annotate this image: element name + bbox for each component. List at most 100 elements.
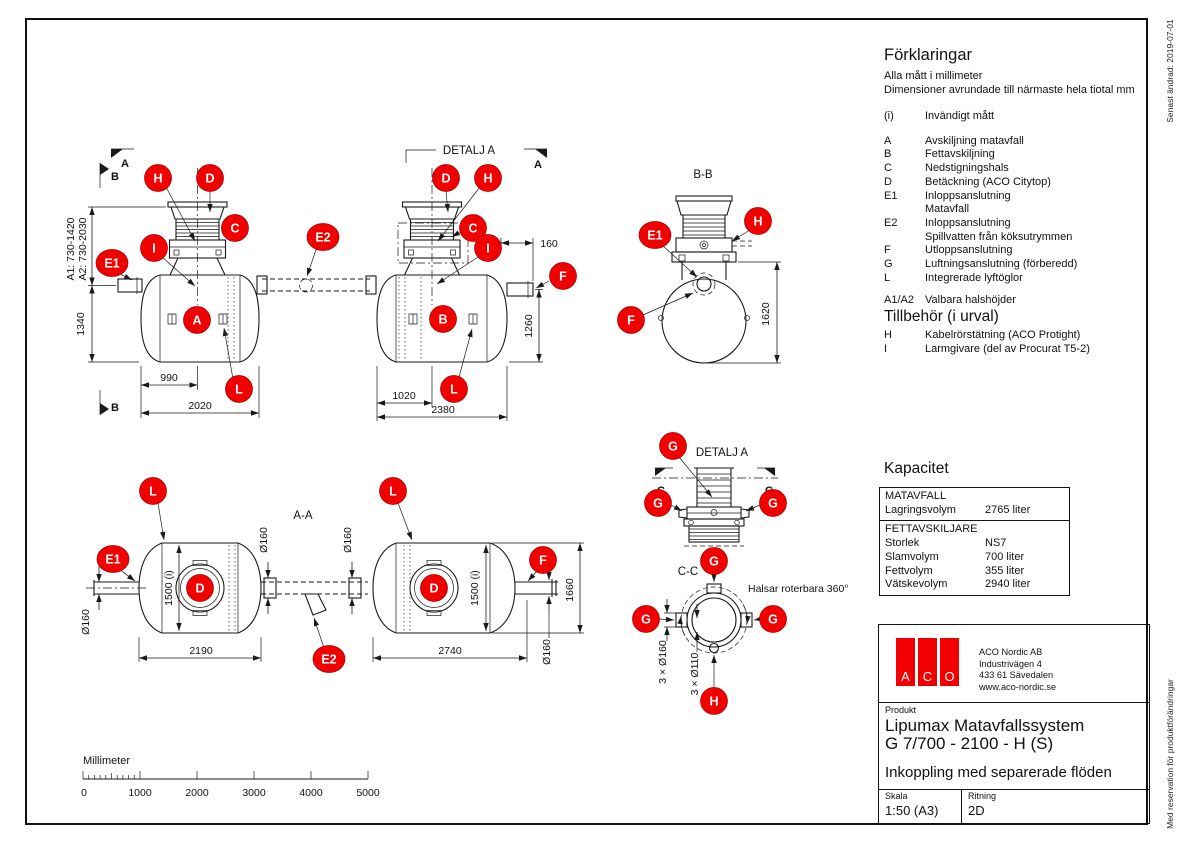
svg-text:E1: E1 (104, 257, 119, 271)
section-mark-b-bottom: B (99, 390, 119, 415)
view-label-detalj-a: DETALJ A (696, 447, 749, 459)
section-mark-b-top: B (99, 163, 119, 188)
svg-text:A: A (121, 158, 129, 170)
view-plan-tank-a: 1500 (i) Ø160 Ø160 Ø160 2190 A-A L E1 (80, 477, 368, 673)
dim-2380: 2380 (431, 404, 455, 416)
svg-text:G: G (653, 497, 663, 511)
balloon-e1: E1 (95, 249, 129, 277)
sheet-frame (25, 18, 1148, 825)
dim-2740: 2740 (438, 645, 462, 657)
legend-item: Matavfall (925, 203, 970, 216)
svg-text:E1: E1 (105, 553, 120, 567)
balloon-d: D (196, 164, 224, 192)
scale-bar-label: Millimeter (83, 755, 130, 767)
title-block-logo-row: A C O ACO Nordic AB Industrivägen 4 433 … (879, 625, 1149, 703)
balloon-d: D (420, 574, 448, 602)
svg-text:E2: E2 (321, 653, 336, 667)
scale-tick: 4000 (299, 787, 323, 799)
scale-value: 1:50 (A3) (885, 803, 939, 818)
capacity-header: FETTAVSKILJARE (885, 523, 978, 536)
dim-3x160: 3 × Ø160 (657, 640, 669, 684)
balloon-b: B (429, 305, 457, 333)
section-mark-a2: A (524, 148, 547, 171)
detail-a-callout: DETALJ A (443, 145, 496, 157)
balloon-f: F (617, 306, 645, 334)
dim-1020: 1020 (392, 390, 416, 402)
product-name-line1: Lipumax Matavfallssystem (885, 716, 1085, 735)
dim-a1: A1: 730-1420 (65, 217, 77, 280)
balloon-c: C (221, 214, 249, 242)
svg-text:A: A (192, 314, 201, 328)
dim-2020: 2020 (188, 400, 212, 412)
scale-cell: Skala 1:50 (A3) (879, 789, 962, 823)
scale-tick: 0 (81, 787, 87, 799)
balloon-f: F (549, 262, 577, 290)
dim-dia160: Ø160 (342, 527, 354, 553)
dim-1340: 1340 (75, 312, 87, 336)
logo-letter: A (901, 669, 910, 684)
logo-letter: C (923, 669, 932, 684)
balloon-g: G (759, 489, 787, 517)
scale-tick: 2000 (185, 787, 209, 799)
dim-a2: A2: 730-2030 (77, 217, 89, 280)
balloon-c: C (459, 214, 487, 242)
balloon-e1: E1 (96, 545, 130, 573)
view-detail-a: DETALJ A C C (644, 432, 787, 547)
svg-text:H: H (153, 172, 162, 186)
dim-1620: 1620 (760, 302, 772, 326)
balloon-f: F (529, 546, 557, 574)
dim-1500i: 1500 (i) (163, 570, 175, 606)
product-label: Produkt (885, 705, 917, 715)
svg-text:F: F (559, 270, 567, 284)
scale-label: Skala (885, 791, 908, 801)
scale-tick: 3000 (242, 787, 266, 799)
legend-title: Förklaringar (884, 46, 973, 64)
svg-text:G: G (768, 497, 778, 511)
note-rotatable: Halsar roterbara 360° (748, 583, 849, 595)
view-side-tank-a: A1: 730-1420 A2: 730-2030 1340 990 2020 … (65, 148, 370, 418)
view-label-cc: C-C (678, 566, 698, 578)
legend-note1: Alla mått i millimeter (884, 70, 983, 82)
svg-text:E1: E1 (647, 229, 662, 243)
balloon-g: G (644, 489, 672, 517)
svg-text:H: H (483, 172, 492, 186)
svg-text:F: F (539, 554, 547, 568)
dim-dia160: Ø160 (80, 609, 92, 635)
title-block-product-row: Produkt Lipumax Matavfallssystem G 7/700… (879, 702, 1149, 790)
section-mark-a: A (111, 148, 134, 170)
svg-text:C: C (230, 222, 239, 236)
view-side-tank-b: DETALJ A 160 1260 1020 2380 A (365, 145, 577, 421)
logo-letter: O (944, 669, 954, 684)
svg-text:I: I (486, 242, 489, 256)
balloon-l: L (379, 477, 407, 505)
svg-text:L: L (450, 383, 458, 397)
svg-text:D: D (441, 172, 450, 186)
drawing-value: 2D (968, 803, 985, 818)
balloon-e2: E2 (312, 645, 346, 673)
company-address: ACO Nordic AB Industrivägen 4 433 61 Säv… (979, 647, 1057, 692)
svg-text:A: A (534, 159, 542, 171)
view-section-bb: B-B 1620 E1 H F (617, 169, 781, 364)
svg-text:D: D (195, 582, 204, 596)
svg-text:G: G (641, 613, 651, 627)
view-plan-tank-b: 1500 (i) Ø160 1660 2740 L D F (372, 477, 584, 665)
balloon-a: A (183, 306, 211, 334)
svg-text:E2: E2 (315, 231, 330, 245)
dim-1500i: 1500 (i) (469, 570, 481, 606)
